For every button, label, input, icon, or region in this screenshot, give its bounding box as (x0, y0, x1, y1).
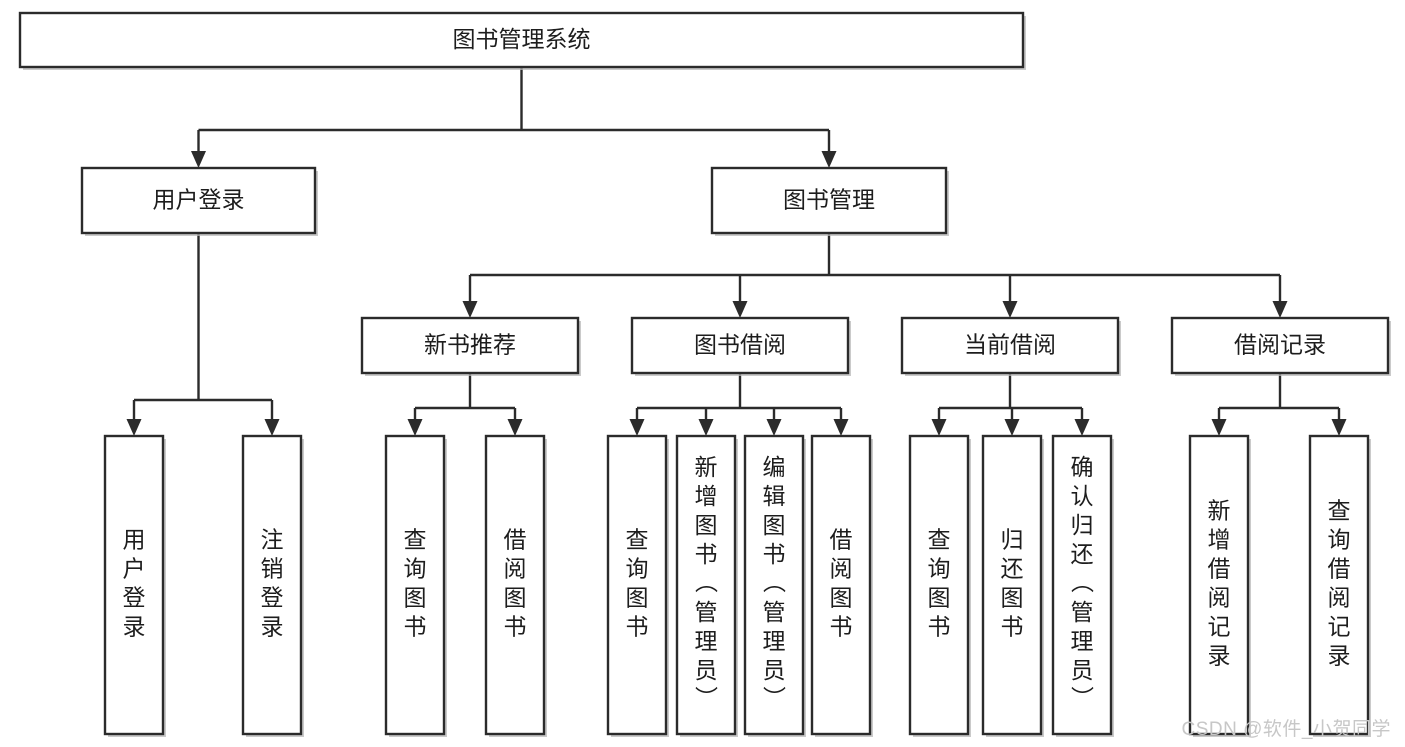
edge-group-current-borrow (931, 373, 1090, 436)
csdn-watermark: CSDN @软件_小贺同学 (1181, 719, 1391, 740)
node-leaf-query-book-1-label: 查询图书 (404, 527, 427, 640)
edge-arrowhead (507, 419, 523, 436)
node-leaf-add-record-label: 新增借阅记录 (1208, 498, 1231, 669)
nodes-layer: 图书管理系统用户登录图书管理新书推荐图书借阅当前借阅借阅记录用户登录注销登录查询… (18, 11, 1391, 737)
node-leaf-user-login-label: 用户登录 (123, 527, 146, 640)
node-leaf-borrow-book-1[interactable]: 借阅图书 (484, 434, 547, 737)
node-borrow-record[interactable]: 借阅记录 (1170, 316, 1391, 376)
edge-arrowhead (821, 151, 837, 168)
node-leaf-query-book-2-label: 查询图书 (626, 527, 649, 640)
node-leaf-query-book-1[interactable]: 查询图书 (384, 434, 447, 737)
node-leaf-borrow-book-1-label: 借阅图书 (504, 527, 527, 640)
edge-arrowhead (766, 419, 782, 436)
node-leaf-add-record[interactable]: 新增借阅记录 (1188, 434, 1251, 737)
edge-arrowhead (698, 419, 714, 436)
node-leaf-return-book-label: 归还图书 (1001, 527, 1024, 640)
edge-arrowhead (1074, 419, 1090, 436)
node-new-book-rec[interactable]: 新书推荐 (360, 316, 581, 376)
node-borrow-record-label: 借阅记录 (1234, 332, 1326, 358)
edge-arrowhead (833, 419, 849, 436)
edge-arrowhead (407, 419, 423, 436)
node-leaf-confirm-return[interactable]: 确认归还（管理员） (1051, 434, 1114, 737)
node-book-borrow[interactable]: 图书借阅 (630, 316, 851, 376)
node-book-borrow-label: 图书借阅 (694, 332, 786, 358)
edge-arrowhead (629, 419, 645, 436)
edge-arrowhead (126, 419, 142, 436)
node-leaf-user-login[interactable]: 用户登录 (103, 434, 166, 737)
node-leaf-add-book-label: 新增图书（管理员） (695, 454, 719, 712)
edges-layer (126, 67, 1347, 436)
node-book-manage-label: 图书管理 (783, 187, 875, 213)
node-new-book-rec-label: 新书推荐 (424, 332, 516, 358)
edge-arrowhead (1002, 301, 1018, 318)
node-leaf-query-book-2[interactable]: 查询图书 (606, 434, 669, 737)
edge-arrowhead (1272, 301, 1288, 318)
node-leaf-query-book-3-label: 查询图书 (928, 527, 951, 640)
node-leaf-return-book[interactable]: 归还图书 (981, 434, 1044, 737)
edge-group-root (191, 67, 837, 168)
edge-arrowhead (931, 419, 947, 436)
node-user-login[interactable]: 用户登录 (80, 166, 318, 236)
edge-arrowhead (1004, 419, 1020, 436)
edge-group-book-manage (462, 233, 1288, 318)
edge-arrowhead (1331, 419, 1347, 436)
node-leaf-edit-book[interactable]: 编辑图书（管理员） (743, 434, 806, 737)
node-root-system-label: 图书管理系统 (453, 26, 591, 52)
edge-arrowhead (462, 301, 478, 318)
edge-group-borrow-record (1211, 373, 1347, 436)
node-leaf-query-record[interactable]: 查询借阅记录 (1308, 434, 1371, 737)
node-current-borrow-label: 当前借阅 (964, 332, 1056, 358)
node-leaf-borrow-book-2[interactable]: 借阅图书 (810, 434, 873, 737)
edge-group-user-login (126, 233, 280, 436)
edge-arrowhead (264, 419, 280, 436)
node-leaf-query-book-3[interactable]: 查询图书 (908, 434, 971, 737)
node-current-borrow[interactable]: 当前借阅 (900, 316, 1121, 376)
edge-group-book-borrow (629, 373, 849, 436)
node-leaf-query-record-label: 查询借阅记录 (1328, 498, 1351, 669)
node-leaf-logout-label: 注销登录 (261, 527, 284, 640)
node-user-login-label: 用户登录 (153, 187, 245, 213)
node-book-manage[interactable]: 图书管理 (710, 166, 949, 236)
node-leaf-add-book[interactable]: 新增图书（管理员） (675, 434, 738, 737)
node-leaf-logout[interactable]: 注销登录 (241, 434, 304, 737)
node-leaf-confirm-return-label: 确认归还（管理员） (1071, 454, 1095, 712)
edge-arrowhead (1211, 419, 1227, 436)
edge-arrowhead (191, 151, 206, 168)
edge-arrowhead (732, 301, 748, 318)
node-leaf-edit-book-label: 编辑图书（管理员） (763, 454, 787, 712)
node-leaf-borrow-book-2-label: 借阅图书 (830, 527, 853, 640)
node-root-system[interactable]: 图书管理系统 (18, 11, 1026, 70)
edge-group-new-book-rec (407, 373, 523, 436)
